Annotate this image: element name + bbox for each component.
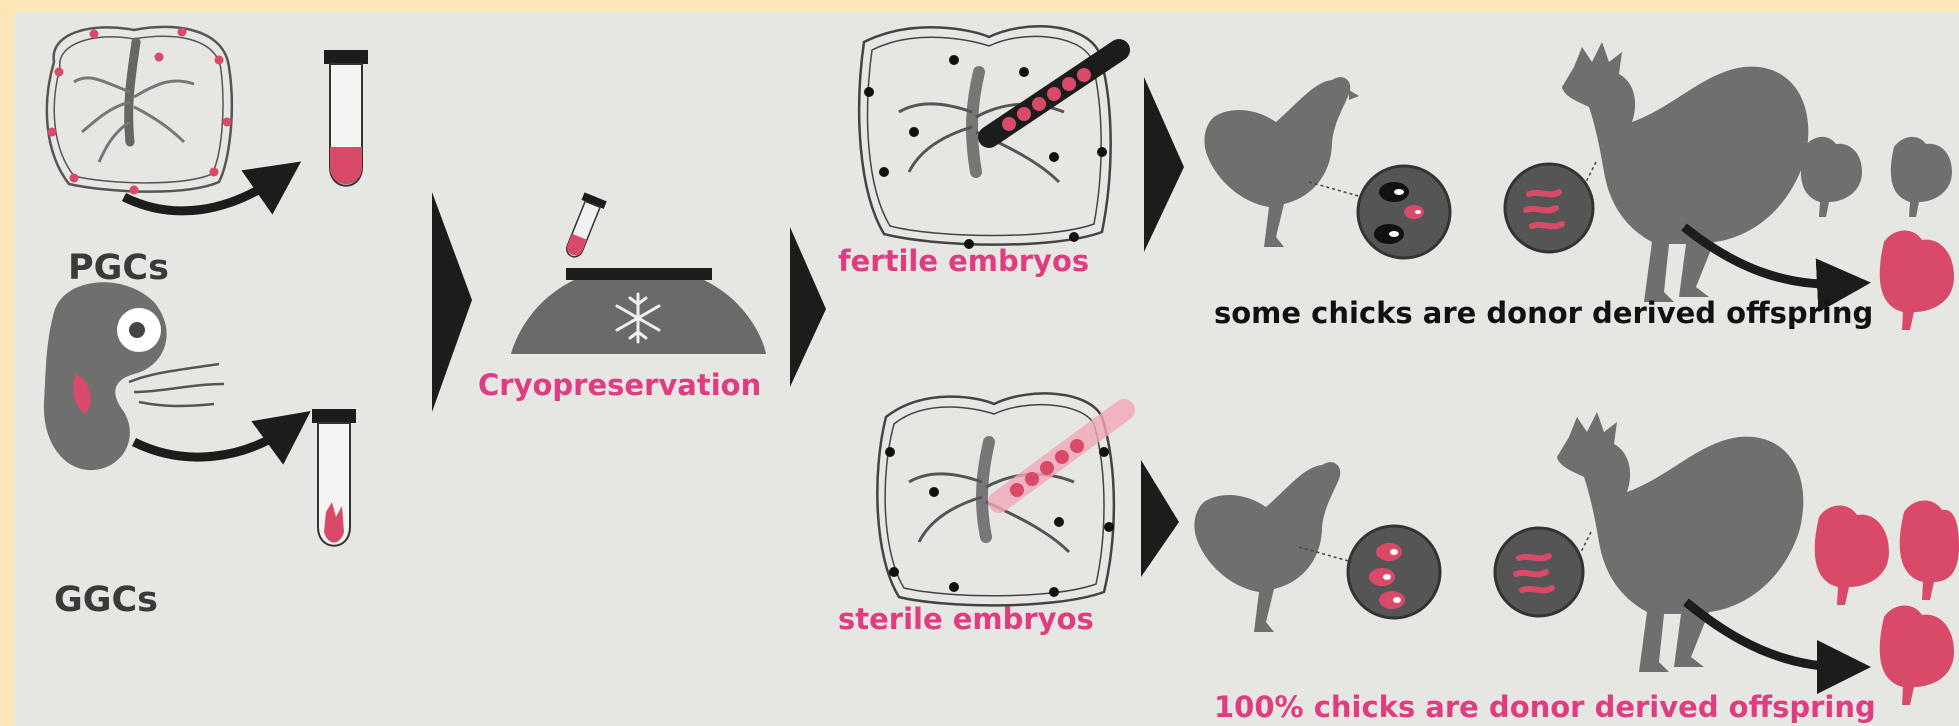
chick-icon xyxy=(1801,137,1952,217)
sterile-embryos-label: sterile embryos xyxy=(838,602,1094,636)
flow-arrowhead-2 xyxy=(790,227,826,387)
sterile-embryo-disc xyxy=(877,393,1124,605)
cryo-freezer xyxy=(511,192,766,354)
pgcs-label: PGCs xyxy=(68,248,169,288)
rooster-icon-bottom xyxy=(1557,412,1803,672)
hen-icon-bottom xyxy=(1194,462,1340,632)
pgc-embryo-disc xyxy=(47,27,232,195)
fertile-embryo-disc xyxy=(859,26,1119,249)
rooster-icon xyxy=(1562,42,1808,302)
donor-chick-icon xyxy=(1880,230,1954,330)
diagram-canvas: PGCs GGCs Cryopreservation fertile embry… xyxy=(14,12,1959,726)
flow-arrowhead-1 xyxy=(432,192,472,412)
cryopreservation-label: Cryopreservation xyxy=(478,368,761,402)
ggc-embryo xyxy=(44,282,224,470)
flow-arrowhead-4 xyxy=(1141,460,1179,577)
pgc-tube-icon xyxy=(324,50,368,186)
ggc-transfer-arrow xyxy=(134,427,289,457)
hen-icon xyxy=(1204,77,1359,247)
flow-arrowhead-3 xyxy=(1144,77,1184,252)
ggcs-label: GGCs xyxy=(54,580,158,620)
fertile-embryos-label: fertile embryos xyxy=(838,244,1089,278)
all-offspring-caption: 100% chicks are donor derived offspring xyxy=(1214,690,1876,724)
pgc-transfer-arrow xyxy=(124,177,279,211)
donor-chick-icons-bottom xyxy=(1815,500,1959,705)
some-offspring-caption: some chicks are donor derived offspring xyxy=(1214,296,1873,330)
ggc-tube-icon xyxy=(312,409,356,546)
